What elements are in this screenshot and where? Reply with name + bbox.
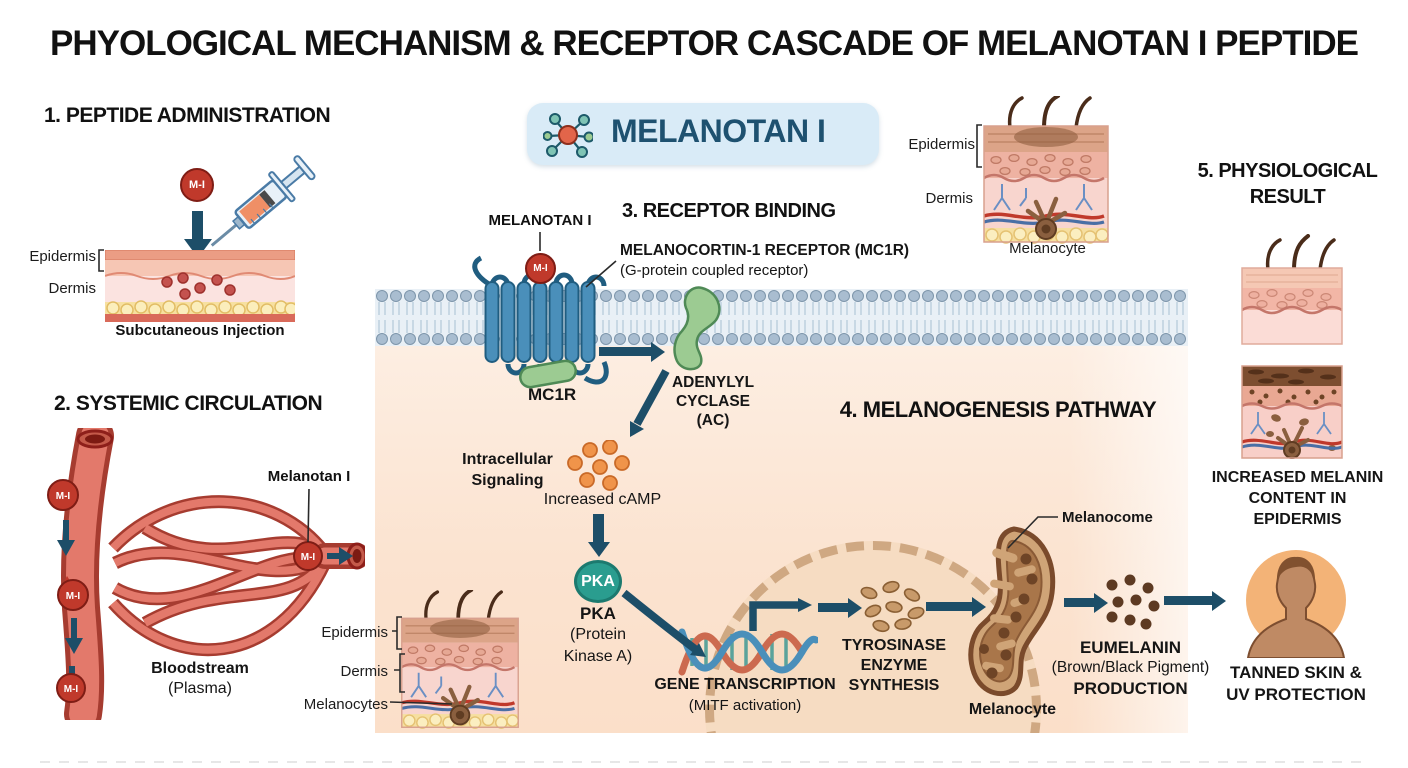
- section1-dermis-label: Dermis: [48, 280, 97, 297]
- svg-text:M-I: M-I: [66, 591, 81, 602]
- section1-caption: Subcutaneous Injection: [115, 322, 285, 339]
- molecule-icon: [543, 113, 593, 158]
- camp-to-pka-arrow-icon: [593, 514, 604, 542]
- melanotan-badge: MELANOTAN I: [527, 103, 879, 165]
- dna-helix-icon: [678, 628, 818, 676]
- section4-heading: 4. MELANOGENESIS PATHWAY: [839, 397, 1157, 422]
- adenylyl-cyclase-icon: [673, 286, 721, 371]
- melanosome-label: Melanocome: [1062, 509, 1153, 526]
- gene-to-tyrosinase-arrow-icon: [818, 603, 848, 612]
- skin-bottom-melanocytes-label: Melanocytes: [303, 696, 388, 713]
- mc1r-label: MC1R: [528, 385, 577, 404]
- tyrosinase-to-melanocyte-arrow-icon: [926, 602, 972, 611]
- skin-top-epidermis-label: Epidermis: [908, 136, 975, 153]
- eumelanin-sub-label: (Brown/Black Pigment): [1051, 659, 1210, 676]
- camp-dots-icon: [567, 440, 630, 491]
- section3-heading: 3. RECEPTOR BINDING: [622, 200, 836, 222]
- pka-sub-label: (Protein Kinase A): [563, 626, 633, 665]
- camp-label: Increased cAMP: [543, 491, 662, 508]
- injection-skin-illustration: [105, 250, 295, 322]
- skin-cross-section-top: [980, 96, 1112, 248]
- section5-heading: 5. PHYSIOLOGICAL RESULT: [1197, 160, 1378, 208]
- bloodstream-caption: Bloodstream: [151, 660, 249, 677]
- eumelanin-production-label: PRODUCTION: [1073, 679, 1188, 698]
- section1-epidermis-label: Epidermis: [29, 248, 96, 265]
- intracellular-signaling-label: Intracellular Signaling: [462, 451, 553, 489]
- gene-transcription-sub-label: (MITF activation): [688, 697, 802, 714]
- bloodstream-caption-sub: (Plasma): [167, 680, 232, 697]
- injection-down-arrow-icon: [192, 211, 203, 239]
- adenylyl-cyclase-label: ADENYLYL CYCLASE (AC): [671, 374, 755, 429]
- tyrosinase-label: TYROSINASE ENZYME SYNTHESIS: [841, 637, 946, 694]
- eumelanin-dots-icon: [1106, 574, 1160, 630]
- pka-name-label: PKA: [580, 604, 616, 623]
- tanned-person-icon: [1246, 550, 1346, 658]
- svg-text:M-I: M-I: [64, 684, 79, 695]
- skin-light-illustration: [1241, 234, 1343, 345]
- melanin-result-caption: INCREASED MELANIN CONTENT IN EPIDERMIS: [1211, 469, 1384, 528]
- eumelanin-label: EUMELANIN: [1079, 638, 1182, 657]
- melanocyte-label: Melanocyte: [968, 701, 1057, 718]
- pka-icon: PKA: [574, 560, 622, 603]
- bottom-divider: [40, 761, 1370, 763]
- tyrosinase-dots-icon: [860, 580, 925, 633]
- cell-fade: [1068, 346, 1188, 733]
- svg-text:M-I: M-I: [301, 552, 316, 563]
- melanocyte-organelle-illustration: [968, 526, 1056, 697]
- melanocyte-to-eumelanin-arrow-icon: [1064, 598, 1094, 607]
- receptor-sub-label: (G-protein coupled receptor): [620, 262, 809, 279]
- skin-bottom-dermis-label: Dermis: [340, 663, 389, 680]
- skin-top-melanocyte-label: Melanocyte: [1009, 240, 1086, 257]
- gene-transcription-label: GENE TRANSCRIPTION: [654, 676, 836, 693]
- receptor-name-label: MELANOCORTIN-1 RECEPTOR (MC1R): [620, 242, 910, 259]
- section1-heading: 1. PEPTIDE ADMINISTRATION: [44, 104, 331, 127]
- tanned-skin-caption: TANNED SKIN & UV PROTECTION: [1226, 663, 1366, 705]
- receptor-to-ac-arrow-icon: [599, 347, 651, 356]
- skin-cross-section-bottom: [398, 590, 522, 733]
- page-title: PHYOLOGICAL MECHANISM & RECEPTOR CASCADE…: [50, 24, 1359, 63]
- mi-on-receptor-icon: M-I: [525, 253, 556, 284]
- mi-peptide-icon: M-I: [180, 168, 214, 202]
- section2-heading: 2. SYSTEMIC CIRCULATION: [54, 392, 323, 415]
- syringe-icon: [210, 155, 316, 247]
- skin-top-dermis-label: Dermis: [925, 190, 974, 207]
- skin-bottom-epidermis-label: Epidermis: [321, 624, 388, 641]
- svg-text:M-I: M-I: [56, 491, 71, 502]
- blood-vessel-illustration: M-I M-I M-I M-I: [47, 428, 365, 720]
- skin-dark-illustration: [1241, 365, 1343, 459]
- ligand-label: MELANOTAN I: [488, 212, 592, 229]
- melanotan-badge-label: MELANOTAN I: [611, 113, 826, 149]
- section2-melanotan-label: Melanotan I: [267, 468, 351, 485]
- eumelanin-to-result-arrow-icon: [1164, 596, 1212, 605]
